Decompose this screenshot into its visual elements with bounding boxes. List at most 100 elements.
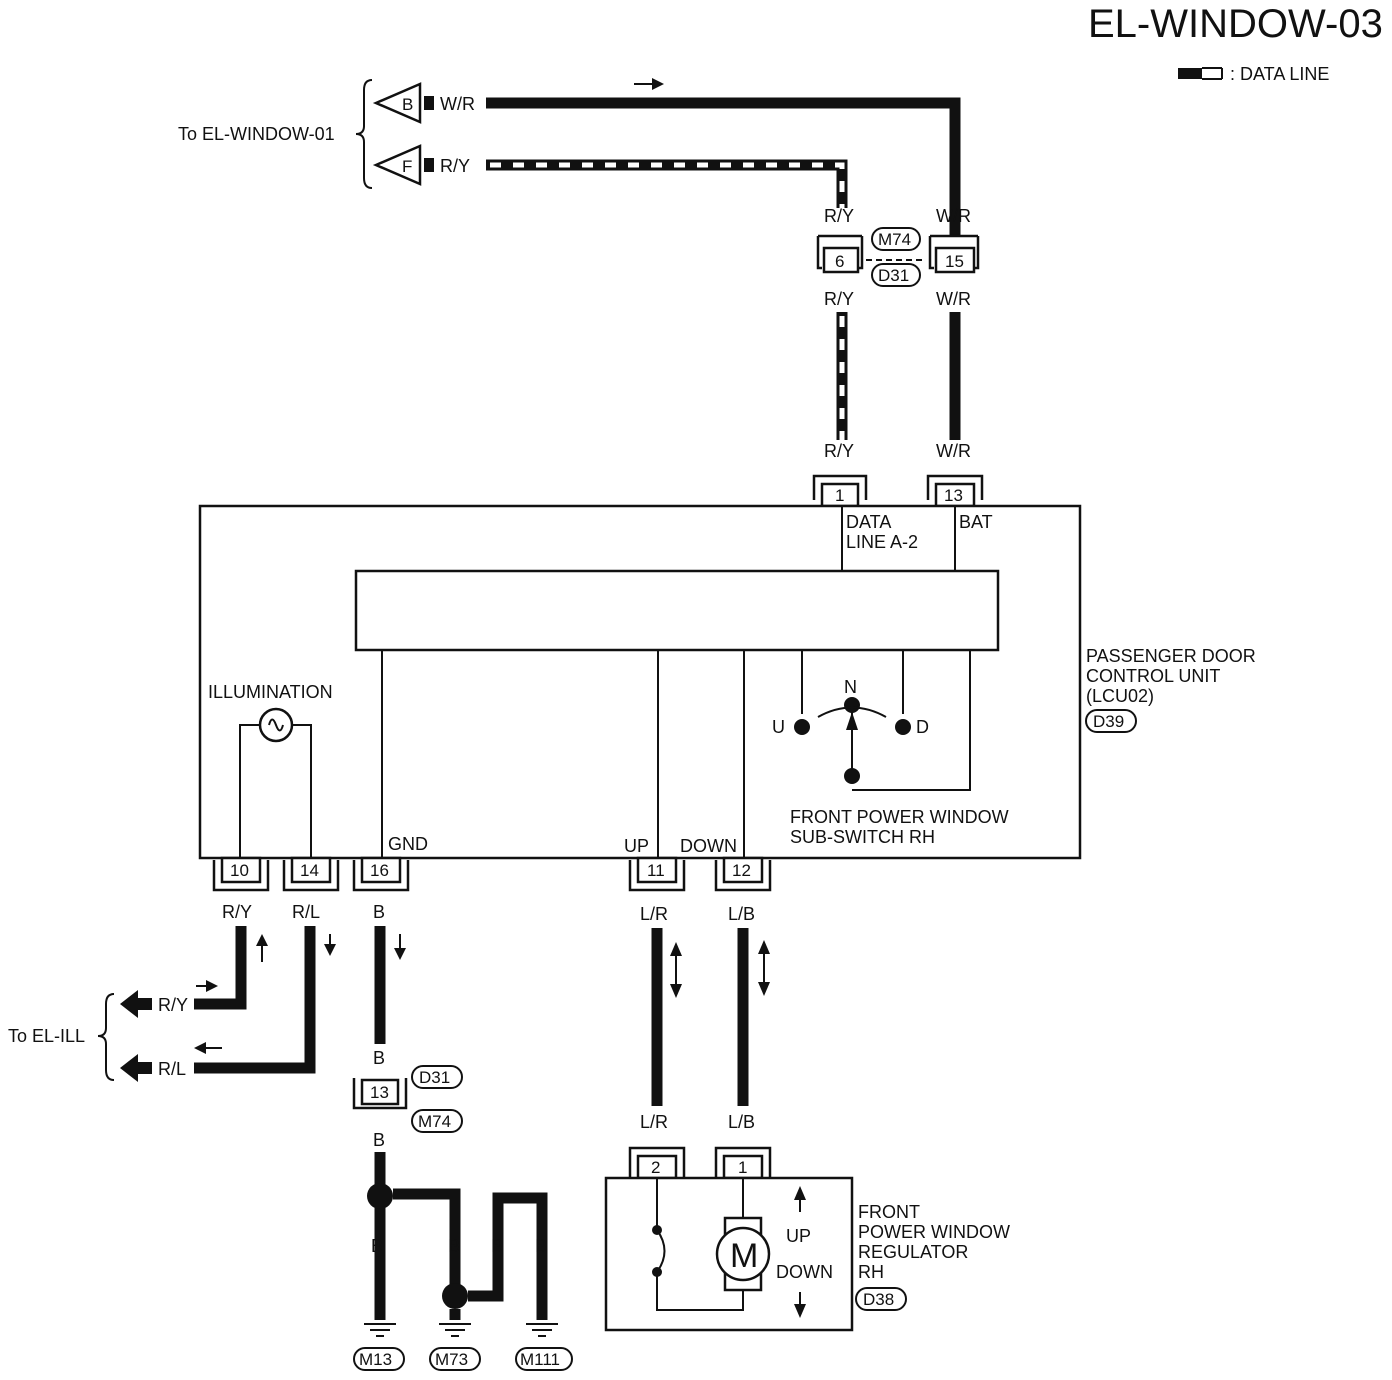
wire-ry-top <box>486 159 848 208</box>
control-unit-box <box>198 504 1082 860</box>
connector-1-bottom: 1 <box>714 1146 772 1180</box>
ground-m111-icon <box>526 1323 558 1337</box>
motor-letter: M <box>730 1237 758 1275</box>
label-illumination: ILLUMINATION <box>208 682 333 702</box>
switch-d: D <box>916 717 929 737</box>
sub-switch-icon <box>794 650 971 791</box>
badge-m74-bottom: M74 <box>411 1109 463 1133</box>
connector-14: 14 <box>282 856 340 892</box>
wire-label-lr-1: L/R <box>640 904 668 924</box>
wire-label-lb-1: L/B <box>728 904 755 924</box>
connector-6: 6 <box>816 234 864 274</box>
pin-1-bottom: 1 <box>738 1158 747 1177</box>
badge-d31-bottom-text: D31 <box>419 1068 450 1087</box>
wire-label-rl-2: R/L <box>158 1059 186 1079</box>
label-data-line-2: LINE A-2 <box>846 532 918 552</box>
ref-el-ill: To EL-ILL <box>8 1026 85 1046</box>
wire-label-wr-1: W/R <box>936 206 971 226</box>
connector-2: 2 <box>628 1146 686 1180</box>
arrow-ry-ill-icon <box>120 990 152 1018</box>
regulator-up: UP <box>786 1226 811 1246</box>
connector-13-top: 13 <box>926 474 984 508</box>
pin-14: 14 <box>300 861 319 880</box>
connector-11: 11 <box>628 856 686 892</box>
unit-name-3: (LCU02) <box>1086 686 1154 706</box>
connector-16: 16 <box>352 856 410 892</box>
legend-text: : DATA LINE <box>1230 64 1329 84</box>
wire-label-wr-2: W/R <box>936 289 971 309</box>
switch-n: N <box>844 677 857 697</box>
regulator-down: DOWN <box>776 1262 833 1282</box>
label-gnd: GND <box>388 834 428 854</box>
badge-m74: M74 <box>871 227 921 251</box>
connector-10: 10 <box>212 856 270 892</box>
ground-m13-icon <box>364 1323 396 1337</box>
wire-label-b-3: B <box>373 1130 385 1150</box>
badge-d31-bottom: D31 <box>411 1065 463 1089</box>
wire-wr-top <box>486 97 961 236</box>
badge-m13-text: M13 <box>359 1350 392 1369</box>
badge-m74-bottom-text: M74 <box>418 1112 451 1131</box>
connector-b: B W/R <box>372 82 475 124</box>
badge-m74-text: M74 <box>878 230 911 249</box>
arrow-rl-ill-icon <box>120 1054 152 1082</box>
motor-icon: M <box>715 1178 771 1292</box>
pin-10: 10 <box>230 861 249 880</box>
wire-label-b-7: B <box>535 1236 547 1256</box>
regulator-name-2: POWER WINDOW <box>858 1222 1010 1242</box>
connector-f: F R/Y <box>372 144 470 186</box>
badge-d31: D31 <box>871 263 921 287</box>
pin-16: 16 <box>370 861 389 880</box>
pin-12: 12 <box>732 861 751 880</box>
wire-label-ry-2: R/Y <box>824 289 854 309</box>
label-up: UP <box>624 836 649 856</box>
label-bat: BAT <box>959 512 993 532</box>
regulator-name-1: FRONT <box>858 1202 920 1222</box>
switch-name-1: FRONT POWER WINDOW <box>790 807 1009 827</box>
wire-label-ry-1: R/Y <box>824 206 854 226</box>
control-unit-inner <box>354 569 1000 652</box>
pin-1: 1 <box>835 486 844 505</box>
wire-label-b-6: B <box>491 1236 503 1256</box>
connector-b-wire: W/R <box>440 94 475 114</box>
wire-rl-ill <box>194 926 316 1074</box>
bracket-top <box>355 79 373 189</box>
wire-label-ry-4: R/Y <box>222 902 252 922</box>
wire-label-b-1: B <box>373 902 385 922</box>
label-data-line-1: DATA <box>846 512 891 532</box>
connector-f-wire: R/Y <box>440 156 470 176</box>
wire-label-lb-2: L/B <box>728 1112 755 1132</box>
badge-d39-text: D39 <box>1093 712 1124 731</box>
connector-f-letter: F <box>402 157 412 176</box>
circuit-breaker-icon <box>652 1178 744 1311</box>
diagram-title: EL-WINDOW-03 <box>1088 2 1383 46</box>
ref-el-window-01: To EL-WINDOW-01 <box>178 124 335 144</box>
wire-label-b-5: B <box>448 1236 460 1256</box>
unit-name-1: PASSENGER DOOR <box>1086 646 1256 666</box>
wire-label-lr-2: L/R <box>640 1112 668 1132</box>
connector-12: 12 <box>714 856 772 892</box>
bracket-ill <box>97 993 115 1081</box>
badge-d39: D39 <box>1085 709 1137 733</box>
wire-label-ry-5: R/Y <box>158 995 188 1015</box>
connector-b-letter: B <box>402 95 413 114</box>
connector-15: 15 <box>928 234 980 274</box>
regulator-name-4: RH <box>858 1262 884 1282</box>
label-down: DOWN <box>680 836 737 856</box>
switch-name-2: SUB-SWITCH RH <box>790 827 935 847</box>
illumination-lamp-icon <box>258 707 294 743</box>
connector-1: 1 <box>812 474 868 508</box>
badge-d38-text: D38 <box>863 1290 894 1309</box>
wire-label-ry-3: R/Y <box>824 441 854 461</box>
badge-d38: D38 <box>855 1287 907 1311</box>
pin-2: 2 <box>651 1158 660 1177</box>
badge-m111-text: M111 <box>520 1350 560 1369</box>
pin-15: 15 <box>945 252 964 271</box>
badge-m73-text: M73 <box>435 1350 468 1369</box>
badge-d31-text: D31 <box>878 266 909 285</box>
switch-u: U <box>772 717 785 737</box>
regulator-name-3: REGULATOR <box>858 1242 968 1262</box>
unit-name-2: CONTROL UNIT <box>1086 666 1220 686</box>
ground-m73-icon <box>439 1323 471 1337</box>
pin-13-top: 13 <box>944 486 963 505</box>
